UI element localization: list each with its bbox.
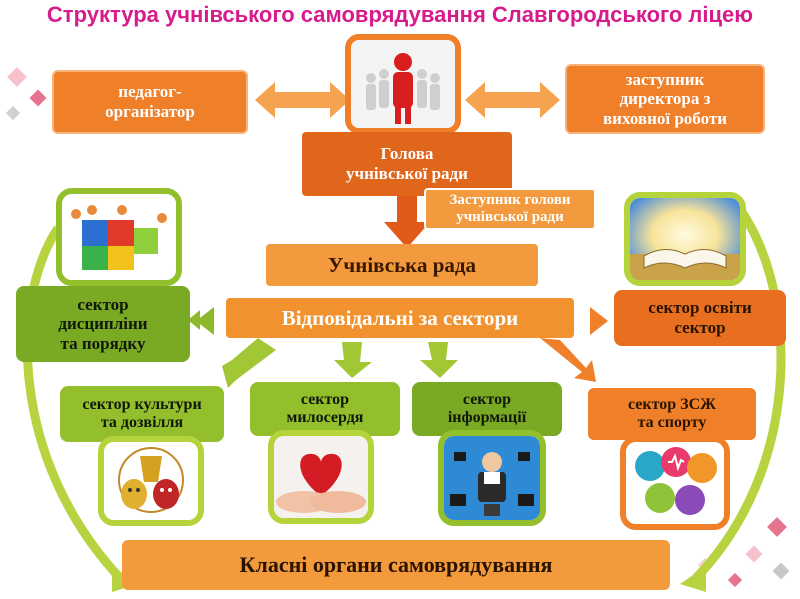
head-council-label: Голова учнівської ради — [346, 144, 468, 183]
sports-circles-icon — [620, 436, 730, 530]
media-reporter-icon — [438, 430, 546, 526]
theatre-masks-icon — [98, 436, 204, 526]
deputy-director-label: заступник директора з виховної роботи — [602, 69, 727, 128]
page-title: Структура учнівського самоврядування Сла… — [46, 2, 754, 27]
sector-education-label: сектор освіти сектор — [648, 298, 752, 337]
sector-culture-label: сектор культури та дозвілля — [82, 395, 202, 431]
sector-health-box: сектор ЗСЖ та спорту — [588, 388, 756, 440]
deputy-director-box: заступник директора з виховної роботи — [565, 64, 765, 134]
responsible-box: Відповідальні за сектори — [226, 298, 574, 338]
sector-mercy-label: сектор милосердя — [286, 390, 364, 426]
open-book-icon — [624, 192, 746, 286]
sector-culture-box: сектор культури та дозвілля — [60, 386, 224, 442]
class-bodies-label: Класні органи самоврядування — [239, 552, 553, 578]
deputy-head-label: Заступник голови учнівської ради — [449, 191, 571, 225]
class-bodies-box: Класні органи самоврядування — [122, 540, 670, 590]
pedagog-organizer-label: педагог- організатор — [105, 82, 195, 121]
puzzle-team-icon — [56, 188, 182, 286]
sector-mercy-box: сектор милосердя — [250, 382, 400, 436]
sector-education-box: сектор освіти сектор — [614, 290, 786, 346]
sector-information-box: сектор інформації — [412, 382, 562, 436]
sector-discipline-label: сектор дисципліни та порядку — [58, 294, 148, 353]
deputy-head-box: Заступник голови учнівської ради — [424, 188, 596, 230]
sector-information-label: сектор інформації — [447, 390, 527, 426]
student-council-label: Учнівська рада — [327, 252, 477, 277]
sector-discipline-box: сектор дисципліни та порядку — [16, 286, 190, 362]
responsible-label: Відповідальні за сектори — [281, 305, 519, 330]
heart-in-hands-icon — [268, 430, 374, 524]
leader-figure-icon — [345, 34, 461, 134]
student-council-box: Учнівська рада — [266, 244, 538, 286]
sector-health-label: сектор ЗСЖ та спорту — [628, 395, 716, 431]
head-council-box: Голова учнівської ради — [302, 132, 512, 196]
pedagog-organizer-box: педагог- організатор — [52, 70, 248, 134]
